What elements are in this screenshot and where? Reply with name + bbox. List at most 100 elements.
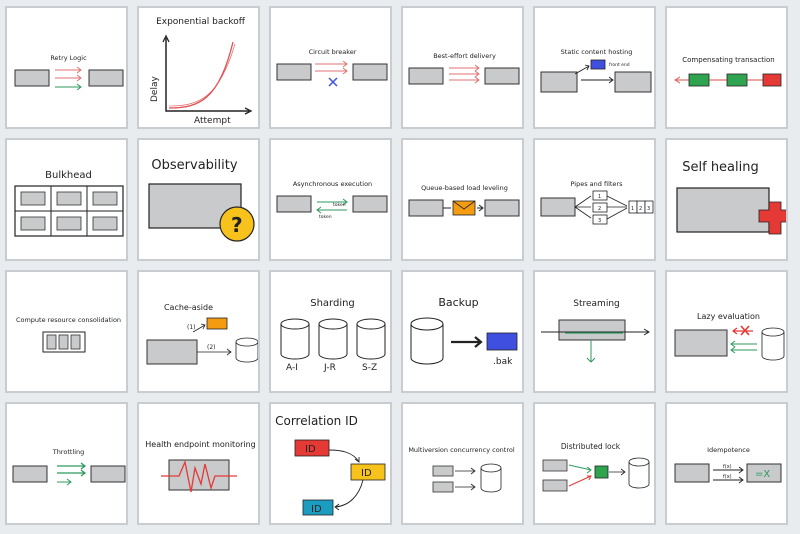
backoff-chart: Attempt Delay bbox=[150, 34, 253, 126]
card-asynchronous-execution[interactable]: Asynchronous execution token token bbox=[269, 138, 392, 261]
consolidation-diagram bbox=[42, 331, 86, 353]
source-top bbox=[761, 327, 785, 337]
flow-arrow-2 bbox=[334, 479, 364, 511]
card-sharding[interactable]: Sharding A-I J-R S-Z bbox=[269, 270, 392, 393]
card-static-content-hosting[interactable]: Static content hosting front end bbox=[533, 6, 656, 129]
card-lazy-evaluation[interactable]: Lazy evaluation bbox=[665, 270, 788, 393]
idempotence-diagram: f(x) f(x) =X bbox=[674, 463, 782, 484]
backup-extension: .bak bbox=[493, 357, 513, 367]
card-circuit-breaker[interactable]: Circuit breaker bbox=[269, 6, 392, 129]
filter-1-label: 1 bbox=[598, 194, 601, 200]
card-best-effort-delivery[interactable]: Best-effort delivery bbox=[401, 6, 524, 129]
card-title: Observability bbox=[151, 158, 238, 173]
resource-top bbox=[628, 457, 650, 467]
card-observability[interactable]: Observability ? bbox=[137, 138, 260, 261]
compartment-3 bbox=[92, 191, 118, 206]
server-box bbox=[614, 71, 652, 93]
source-box bbox=[276, 63, 312, 81]
stream-processor bbox=[558, 319, 626, 341]
database-icon bbox=[480, 468, 502, 493]
skip-icon bbox=[740, 325, 750, 336]
delivery-arrow-1 bbox=[449, 64, 480, 72]
deferred-arrow bbox=[732, 327, 753, 335]
source-box bbox=[14, 69, 50, 87]
card-pipes-and-filters[interactable]: Pipes and filters 1 2 3 1 2 3 bbox=[533, 138, 656, 261]
card-backup[interactable]: Backup .bak bbox=[401, 270, 524, 393]
filter-2 bbox=[592, 202, 608, 213]
static-content-block bbox=[590, 59, 606, 70]
health-monitoring-diagram bbox=[161, 459, 237, 493]
database-top bbox=[410, 317, 444, 331]
retry-arrow-success bbox=[55, 83, 82, 91]
card-title: Self healing bbox=[682, 160, 759, 175]
step-1-label: (1) bbox=[187, 324, 196, 331]
card-exponential-backoff[interactable]: Exponential backoff Attempt Delay bbox=[137, 6, 260, 129]
y-axis-label: Delay bbox=[150, 76, 160, 102]
card-title: Exponential backoff bbox=[156, 17, 245, 27]
filter-3 bbox=[592, 214, 608, 225]
card-title: Static content hosting bbox=[560, 48, 633, 56]
card-bulkhead[interactable]: Bulkhead bbox=[5, 138, 128, 261]
compartment-6 bbox=[92, 216, 118, 231]
card-health-endpoint-monitoring[interactable]: Health endpoint monitoring bbox=[137, 402, 260, 525]
correlation-id-diagram: ID ID ID bbox=[294, 439, 386, 516]
transaction-2 bbox=[432, 481, 454, 493]
split-lines bbox=[574, 195, 592, 219]
card-title: Distributed lock bbox=[560, 442, 621, 451]
cache-aside-diagram: (1) (2) bbox=[146, 317, 258, 365]
lazy-evaluation-diagram bbox=[674, 325, 785, 361]
card-retry-logic[interactable]: Retry Logic bbox=[5, 6, 128, 129]
card-multiversion-concurrency-control[interactable]: Multiversion concurrency control bbox=[401, 402, 524, 525]
result-label: =X bbox=[755, 469, 770, 480]
card-distributed-lock[interactable]: Distributed lock bbox=[533, 402, 656, 525]
self-healing-diagram bbox=[676, 187, 786, 235]
step-2 bbox=[726, 73, 748, 87]
merge-lines bbox=[606, 195, 628, 220]
response-arrow bbox=[316, 206, 347, 214]
shard-1-icon bbox=[280, 324, 310, 360]
output-1-label: 1 bbox=[631, 206, 634, 212]
card-title: Streaming bbox=[573, 299, 620, 309]
compartment-1 bbox=[20, 191, 46, 206]
card-queue-based-load-leveling[interactable]: Queue-based load leveling bbox=[401, 138, 524, 261]
card-cache-aside[interactable]: Cache-aside (1) (2) bbox=[137, 270, 260, 393]
service-box bbox=[352, 195, 388, 213]
card-title: Correlation ID bbox=[275, 414, 358, 428]
output-3-label: 3 bbox=[647, 206, 650, 212]
backup-file bbox=[486, 332, 518, 351]
compartment-2 bbox=[56, 191, 82, 206]
filter-1 bbox=[592, 190, 608, 201]
card-title: Asynchronous execution bbox=[292, 180, 373, 188]
stream-arrow bbox=[541, 328, 650, 336]
card-title: Health endpoint monitoring bbox=[145, 440, 256, 449]
id-token-2 bbox=[350, 463, 386, 481]
card-throttling[interactable]: Throttling bbox=[5, 402, 128, 525]
resource-database-icon bbox=[628, 462, 650, 489]
card-self-healing[interactable]: Self healing bbox=[665, 138, 788, 261]
y-arrowhead bbox=[162, 34, 170, 43]
async-diagram: token token bbox=[276, 195, 388, 220]
service-box bbox=[90, 465, 126, 483]
lock-denied-arrow bbox=[568, 475, 592, 487]
id-token-1-label: ID bbox=[305, 444, 316, 455]
card-correlation-id[interactable]: Correlation ID ID ID ID bbox=[269, 402, 392, 525]
card-compensating-transaction[interactable]: Compensating transaction bbox=[665, 6, 788, 129]
shard-1-label: A-I bbox=[286, 363, 298, 373]
queue-diagram bbox=[408, 199, 520, 217]
backoff-curve-sketch bbox=[168, 43, 236, 107]
pipes-diagram: 1 2 3 1 2 3 bbox=[540, 190, 654, 225]
card-streaming[interactable]: Streaming bbox=[533, 270, 656, 393]
filter-3-label: 3 bbox=[598, 218, 601, 224]
id-token-1 bbox=[294, 439, 330, 457]
card-title: Cache-aside bbox=[163, 303, 214, 312]
x-axis-label: Attempt bbox=[194, 116, 231, 126]
card-idempotence[interactable]: Idempotence f(x) f(x) =X bbox=[665, 402, 788, 525]
shard-2-icon bbox=[318, 324, 348, 360]
step-2-label: (2) bbox=[207, 344, 216, 351]
shard-1-top bbox=[280, 318, 310, 330]
shard-2-top bbox=[318, 318, 348, 330]
card-compute-resource-consolidation[interactable]: Compute resource consolidation bbox=[5, 270, 128, 393]
transaction-1 bbox=[432, 465, 454, 477]
source-box bbox=[540, 197, 576, 217]
workload-3 bbox=[70, 334, 81, 350]
